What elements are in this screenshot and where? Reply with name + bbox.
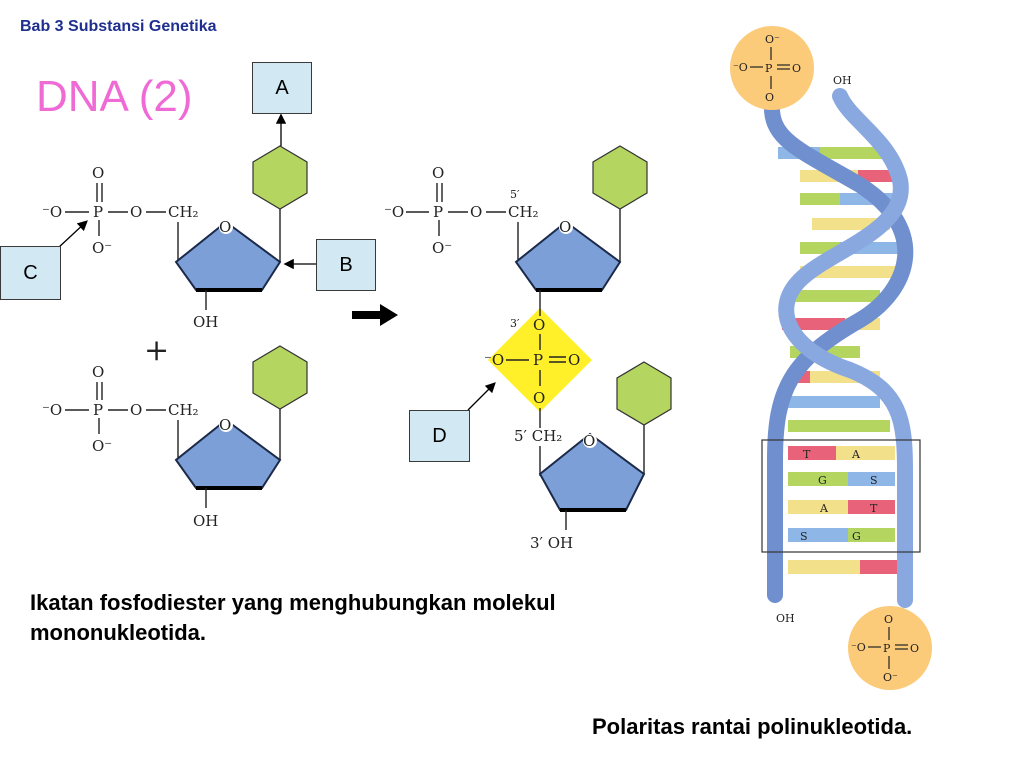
oh-top-label: OH <box>833 74 852 87</box>
sugar-ring-o: O <box>219 416 231 434</box>
nitrogen-base <box>252 145 308 210</box>
phosphate-minus-o: ⁻O <box>42 401 62 419</box>
plus-sign: + <box>144 333 169 368</box>
base-letter: A <box>851 448 861 461</box>
phosphate-o-right: O <box>792 62 801 75</box>
arrow-d <box>467 382 496 411</box>
sugar-ring-o: O <box>559 218 571 236</box>
phosphate-minus-o: ⁻O <box>384 203 404 221</box>
base-letter: G <box>852 530 861 543</box>
phosphate-o-top: O⁻ <box>765 33 780 46</box>
label-d: D <box>409 410 470 462</box>
oh-label: OH <box>193 512 218 530</box>
phosphate-minus-o: ⁻O <box>484 351 504 369</box>
nucleotide-1: O ⁻O P O CH₂ O⁻ O OH <box>42 145 308 331</box>
five-prime-ch2-label: 5′ CH₂ <box>514 427 562 445</box>
phosphate-minus-o: ⁻O <box>851 641 866 654</box>
caption-phosphodiester: Ikatan fosfodiester yang menghubungkan m… <box>30 590 556 645</box>
phosphate-o-link: O <box>533 316 545 334</box>
phosphate-o-bottom: O⁻ <box>883 671 898 684</box>
backbone-left <box>763 96 914 603</box>
base-letter: S <box>870 474 878 487</box>
phosphate-o-link: O <box>130 401 142 419</box>
phosphate-minus-o: ⁻O <box>733 61 748 74</box>
dna-double-helix: T A G S A T S G OH OH O⁻ ⁻O P O O O ⁻O P… <box>730 26 932 690</box>
three-prime-oh-label: 3′ OH <box>530 534 573 552</box>
phosphate-p: P <box>93 203 103 221</box>
oh-label: OH <box>193 313 218 331</box>
reaction-arrow <box>352 304 398 326</box>
phosphate-o-minus: O⁻ <box>92 437 112 455</box>
sugar-ring-o: O <box>583 432 595 450</box>
phosphate-o-top: O <box>92 164 104 182</box>
backbone-right <box>778 88 913 608</box>
phosphate-o-link: O <box>533 389 545 407</box>
phosphate-circle-top <box>730 26 814 110</box>
slide-title: DNA (2) <box>36 72 193 121</box>
phosphate-o-double: O <box>568 351 580 369</box>
nitrogen-base <box>616 361 672 426</box>
phosphate-p: P <box>765 62 773 75</box>
phosphate-p: P <box>433 203 443 221</box>
label-b: B <box>316 239 376 291</box>
arrow-c <box>57 220 88 249</box>
base-letter: A <box>819 502 829 515</box>
slide-header: Bab 3 Substansi Genetika <box>20 18 217 35</box>
five-prime-label: 5′ <box>510 188 520 201</box>
caption-polarity: Polaritas rantai polinukleotida. <box>592 714 913 739</box>
ch2-label: CH₂ <box>508 203 539 221</box>
oh-bottom-label: OH <box>776 612 795 625</box>
ch2-label: CH₂ <box>168 401 199 419</box>
nucleotide-2: O ⁻O P O CH₂ O⁻ O OH <box>42 345 308 530</box>
phosphate-p: P <box>93 401 103 419</box>
phosphate-p: P <box>883 642 891 655</box>
phosphate-minus-o: ⁻O <box>42 203 62 221</box>
nitrogen-base <box>252 345 308 410</box>
label-c: C <box>0 246 61 300</box>
phosphodiester-highlight <box>488 308 592 412</box>
phosphate-o-minus: O⁻ <box>432 239 452 257</box>
phosphate-o-right: O <box>910 642 919 655</box>
sugar-ring-o: O <box>219 218 231 236</box>
phosphate-o-top: O <box>432 164 444 182</box>
phosphate-o-top: O <box>884 613 893 626</box>
dinucleotide: O ⁻O P O CH₂ 5′ O⁻ O 3′ O ⁻O P O O <box>384 145 672 552</box>
phosphate-o-minus: O⁻ <box>92 239 112 257</box>
phosphate-o-link: O <box>470 203 482 221</box>
phosphate-o-link: O <box>130 203 142 221</box>
three-prime-label: 3′ <box>510 317 520 330</box>
phosphate-o-top: O <box>92 363 104 381</box>
label-a: A <box>252 62 312 114</box>
ch2-label: CH₂ <box>168 203 199 221</box>
nitrogen-base <box>592 145 648 210</box>
base-letter: S <box>800 530 808 543</box>
base-pair-highlight-box <box>761 439 921 553</box>
phosphate-p: P <box>533 351 543 369</box>
base-letter: T <box>803 448 811 461</box>
base-letter: T <box>870 502 878 515</box>
phosphate-o-bottom: O <box>765 91 774 104</box>
base-letter: G <box>818 474 827 487</box>
phosphate-circle-bottom <box>848 606 932 690</box>
